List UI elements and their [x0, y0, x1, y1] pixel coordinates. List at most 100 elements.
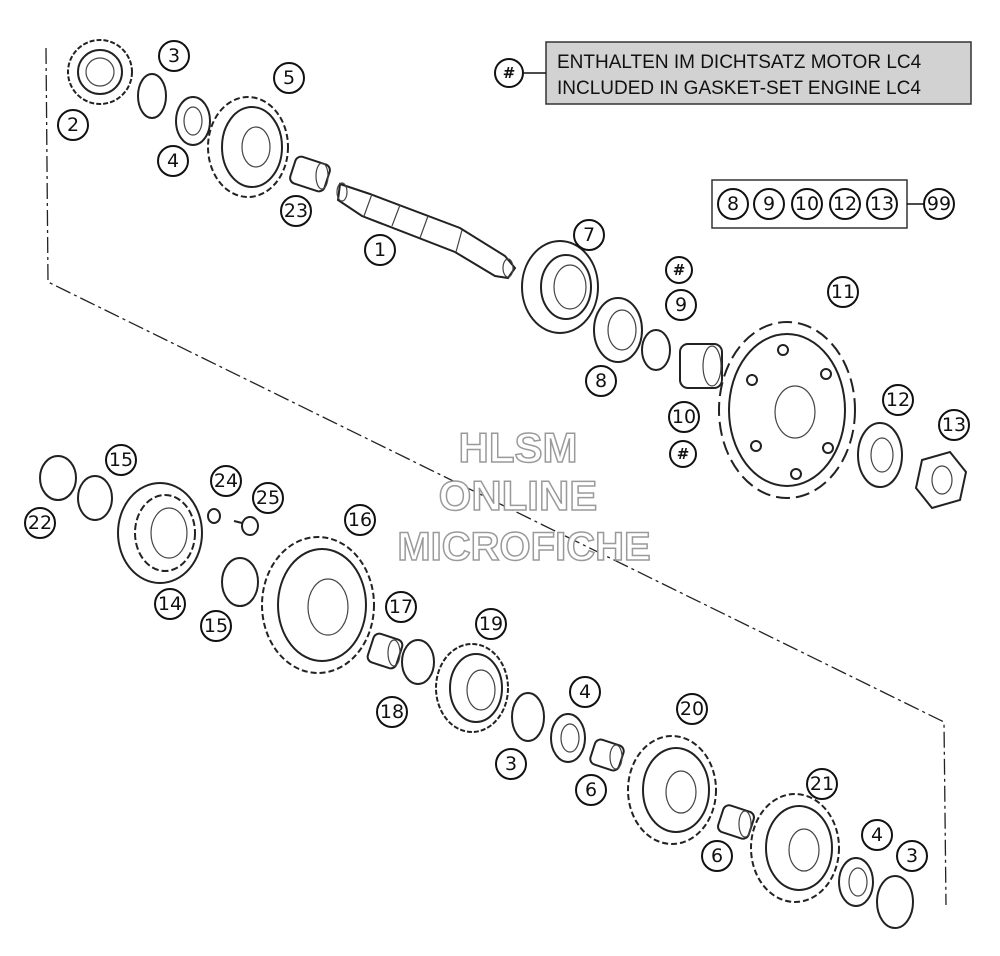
callout-label: 7 — [583, 224, 595, 246]
callout-3: 3 — [158, 40, 190, 72]
kit-member-label: 13 — [870, 193, 894, 215]
callout-16: 16 — [344, 504, 376, 536]
gear-part-21 — [750, 793, 840, 903]
callout-1: 1 — [364, 234, 396, 266]
gear-part-16 — [261, 536, 375, 674]
needle-bearing-part-6 — [589, 738, 625, 772]
callout-label: 15 — [204, 615, 228, 637]
shim-part-18 — [401, 639, 435, 685]
callout-3: 3 — [896, 840, 928, 872]
callout-17: 17 — [385, 591, 417, 623]
kit-result-label: 99 — [927, 193, 951, 215]
callout-label: 14 — [158, 593, 182, 615]
callout-4: 4 — [569, 676, 601, 708]
callout-9: 9 — [665, 289, 697, 321]
snap-ring-part-3 — [511, 692, 545, 742]
gear-part-19 — [435, 643, 509, 733]
ball-bearing-part-7 — [521, 240, 599, 334]
thrust-washer-part-4 — [838, 857, 874, 907]
callout-label: 4 — [579, 681, 591, 703]
callout-label: 8 — [595, 370, 607, 392]
callout-4: 4 — [157, 145, 189, 177]
nut-part-13 — [914, 450, 968, 510]
gear-part-5 — [207, 96, 289, 198]
kit-member-label: 10 — [795, 193, 819, 215]
legend-line-english: INCLUDED IN GASKET-SET ENGINE LC4 — [557, 78, 921, 99]
kit-member-label: 8 — [727, 193, 739, 215]
callout-25: 25 — [252, 482, 284, 514]
legend-box: # ENTHALTEN IM DICHTSATZ MOTOR LC4 INCLU… — [494, 41, 972, 105]
shaft-seal-part-8 — [593, 297, 643, 363]
callout-label: 23 — [284, 200, 308, 222]
callout-6: 6 — [701, 840, 733, 872]
callout-label: 17 — [389, 596, 413, 618]
callout-10: 10 — [668, 401, 700, 433]
snap-ring-part-3 — [876, 875, 914, 929]
shim-part-15 — [77, 475, 113, 521]
gear-part-2 — [67, 39, 133, 105]
callout-7: 7 — [573, 219, 605, 251]
callout-21: 21 — [806, 768, 838, 800]
callout-label: 19 — [479, 613, 503, 635]
callout-19: 19 — [475, 608, 507, 640]
callout-label: 15 — [109, 449, 133, 471]
legend-hash-label: # — [503, 64, 516, 82]
callout-22: 22 — [24, 507, 56, 539]
callout-label: 3 — [906, 845, 918, 867]
callout-14: 14 — [154, 588, 186, 620]
needle-bearing-part-6 — [717, 804, 755, 840]
callout-label: 2 — [67, 114, 79, 136]
callout-11: 11 — [827, 276, 859, 308]
kit-member-label: 9 — [763, 193, 775, 215]
assembly-guide-line — [45, 47, 947, 906]
callout-hash-10: # — [669, 440, 697, 468]
watermark-line-3: MICROFICHE — [397, 525, 650, 569]
callout-label: # — [677, 445, 690, 463]
o-ring-part-9 — [641, 329, 671, 371]
spacer-bushing-part-10 — [679, 343, 723, 389]
callout-label: 13 — [942, 414, 966, 436]
callout-label: 4 — [167, 150, 179, 172]
callout-label: 5 — [283, 67, 295, 89]
callout-label: 16 — [348, 509, 372, 531]
callout-label: 18 — [380, 701, 404, 723]
washer-part-24 — [207, 508, 221, 524]
callout-12: 12 — [882, 384, 914, 416]
kit-member-label: 12 — [833, 193, 857, 215]
gear-part-20 — [627, 735, 717, 845]
screw-part-25 — [233, 516, 259, 536]
callout-label: 9 — [675, 294, 687, 316]
callout-label: 20 — [680, 698, 704, 720]
legend-hash-symbol — [494, 58, 524, 88]
watermark: HLSM ONLINE MICROFICHE — [397, 423, 652, 570]
thrust-washer-part-4 — [175, 96, 211, 146]
callout-6: 6 — [575, 774, 607, 806]
callout-18: 18 — [376, 696, 408, 728]
legend-background — [545, 41, 972, 105]
callout-label: 10 — [672, 406, 696, 428]
callout-label: # — [673, 261, 686, 279]
watermark-line-1: HLSM — [459, 424, 578, 471]
callout-layer: 1 2 3 4 5 23 7 8 9 10 11 12 13 15 22 24 … — [24, 40, 970, 872]
callout-5: 5 — [273, 62, 305, 94]
callout-label: 3 — [168, 45, 180, 67]
callout-label: 21 — [810, 773, 834, 795]
legend-line-german: ENTHALTEN IM DICHTSATZ MOTOR LC4 — [557, 52, 922, 73]
shim-part-15 — [221, 557, 259, 607]
callout-label: 24 — [214, 470, 238, 492]
callout-2: 2 — [57, 109, 89, 141]
callout-13: 13 — [938, 409, 970, 441]
callout-8: 8 — [585, 365, 617, 397]
needle-bearing-part-17 — [366, 632, 404, 670]
shaft-part-1 — [336, 182, 517, 280]
callout-label: 25 — [256, 487, 280, 509]
callout-label: 3 — [505, 753, 517, 775]
thrust-washer-part-4 — [550, 713, 586, 763]
callout-label: 22 — [28, 512, 52, 534]
callout-15: 15 — [200, 610, 232, 642]
callout-label: 12 — [886, 389, 910, 411]
callout-3: 3 — [495, 748, 527, 780]
callout-hash-9: # — [665, 256, 693, 284]
